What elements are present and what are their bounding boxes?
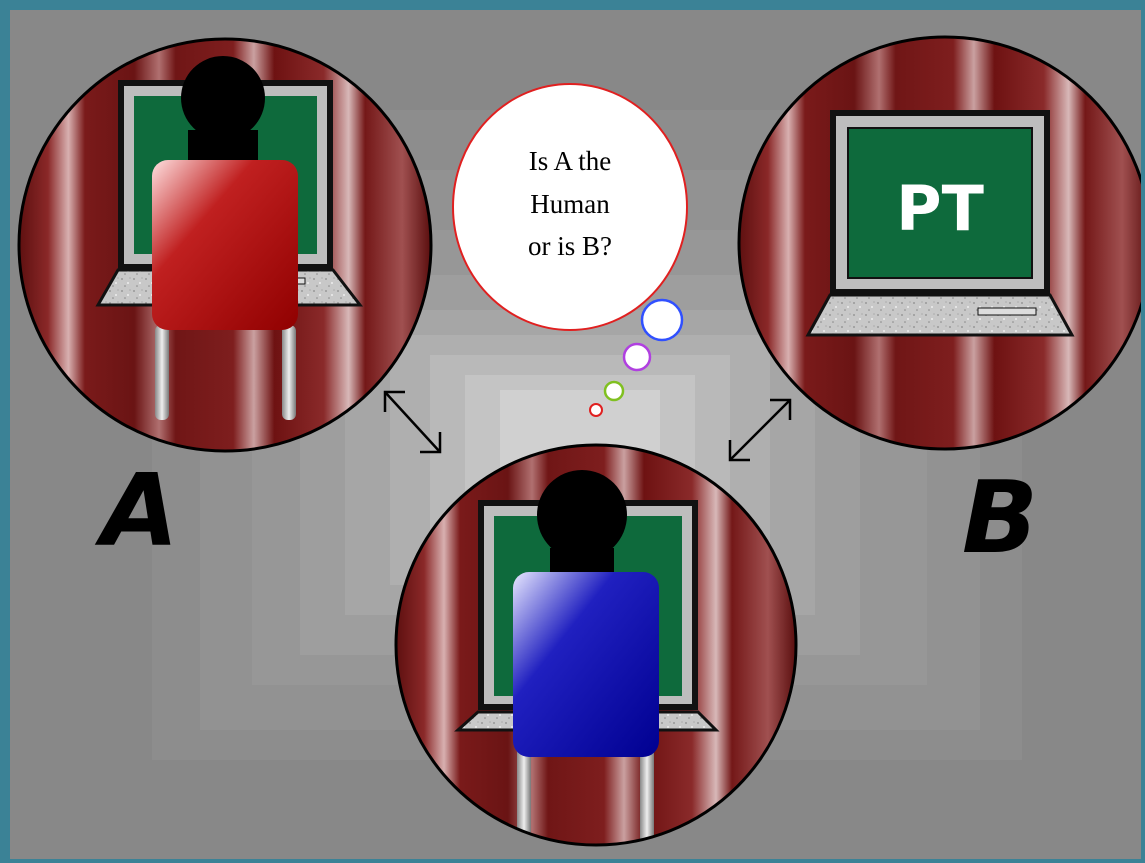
interrogator-circle bbox=[394, 443, 798, 847]
interrogator-person bbox=[513, 470, 659, 845]
label-a: A bbox=[94, 452, 178, 569]
turing-test-diagram: PT Is A the Human or is bbox=[17, 35, 1141, 847]
diagram-frame: PT Is A the Human or is bbox=[10, 10, 1141, 859]
thought-line-1: Is A the bbox=[529, 146, 612, 176]
arrow-a-interrogator bbox=[383, 390, 442, 454]
arrow-b-interrogator bbox=[728, 398, 792, 462]
thought-bubble: Is A the Human or is B? bbox=[452, 83, 688, 331]
thought-line-2: Human bbox=[530, 189, 610, 219]
screen-b-text: PT bbox=[896, 172, 984, 245]
person-a bbox=[152, 56, 298, 420]
thought-line-3: or is B? bbox=[528, 231, 612, 261]
thought-trail-bubbles bbox=[589, 298, 684, 417]
participant-b-circle: PT bbox=[737, 35, 1141, 451]
label-b: B bbox=[962, 459, 1038, 576]
laptop-b bbox=[805, 110, 1075, 337]
participant-a-circle bbox=[17, 37, 433, 453]
